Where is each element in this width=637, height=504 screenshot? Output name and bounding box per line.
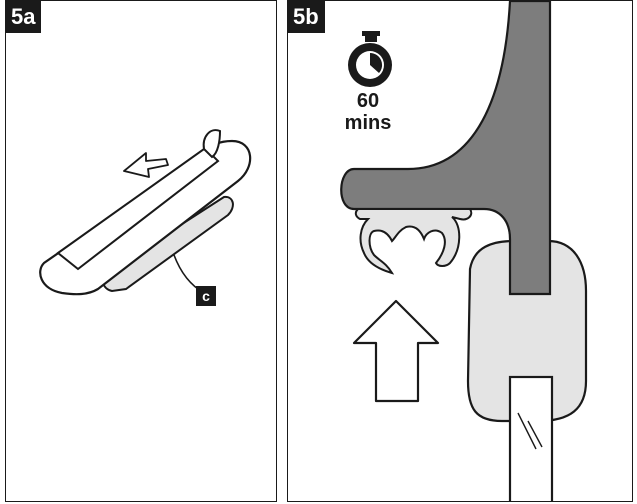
adhesive-strip (56, 147, 220, 271)
grey-handle (340, 1, 552, 296)
push-up-arrow (352, 299, 440, 403)
timer-value: 60 (356, 90, 380, 112)
callout-label-c: c (196, 286, 216, 306)
stopwatch-icon (348, 31, 392, 87)
peeling-backing-tab (202, 129, 222, 159)
step-5b-panel: 5b 60 mins (287, 0, 633, 502)
step-5a-panel: 5a c (5, 0, 277, 502)
step-label-5a: 5a (6, 1, 42, 33)
grey-pad (466, 239, 588, 423)
step-label-5b: 5b (288, 1, 325, 33)
attach-clip-illustration (340, 1, 588, 501)
peel-direction-arrow (123, 152, 169, 178)
timer-unit: mins (344, 112, 392, 134)
clip-hook (354, 208, 473, 275)
peel-adhesive-illustration (39, 129, 252, 296)
